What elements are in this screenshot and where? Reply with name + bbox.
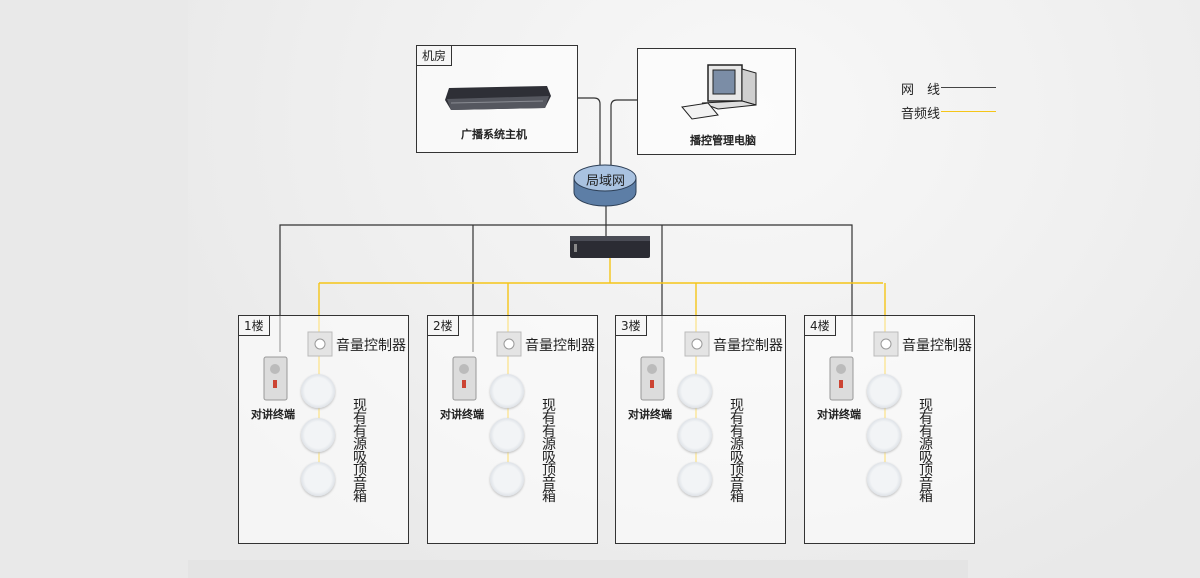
intercom-terminal-label: 对讲终端 [251, 408, 295, 421]
volume-controller-label: 音量控制器 [902, 338, 972, 354]
floor-tag: 4楼 [805, 316, 836, 336]
speaker-label: 现有有源吸顶音箱 [919, 398, 933, 505]
broadcast-host-label: 广播系统主机 [461, 128, 527, 141]
broadcast-host-icon [445, 86, 551, 110]
ceiling-speaker-icon [301, 418, 335, 452]
volume-controller-icon [873, 331, 899, 357]
lan-label: 局域网 [586, 174, 626, 189]
ceiling-speaker-icon [678, 374, 712, 408]
machine-room-box: 机房 广播系统主机 [416, 45, 578, 153]
volume-controller-label: 音量控制器 [336, 338, 406, 354]
control-pc-box: 播控管理电脑 [637, 48, 796, 155]
background-strip [188, 560, 968, 578]
ceiling-speaker-icon [490, 462, 524, 496]
floor-box: 3楼 音量控制器 对讲终端 现有有源吸顶音箱 [615, 315, 786, 544]
volume-controller-icon [684, 331, 710, 357]
network-bus [279, 224, 853, 352]
ceiling-speaker-icon [867, 462, 901, 496]
lan-icon [573, 164, 637, 207]
intercom-terminal-label: 对讲终端 [440, 408, 484, 421]
volume-controller-label: 音量控制器 [713, 338, 783, 354]
ceiling-speaker-icon [490, 374, 524, 408]
floor-tag: 3楼 [616, 316, 647, 336]
volume-controller-icon [496, 331, 522, 357]
intercom-terminal-icon [452, 356, 477, 401]
legend-audio-line [941, 111, 996, 112]
floor-box: 1楼 音量控制器 对讲终端 现有有源吸顶音箱 [238, 315, 409, 544]
intercom-terminal-icon [640, 356, 665, 401]
power-amplifier-icon [570, 236, 650, 258]
intercom-terminal-icon [263, 356, 288, 401]
ceiling-speaker-icon [490, 418, 524, 452]
intercom-terminal-icon [829, 356, 854, 401]
intercom-terminal-label: 对讲终端 [628, 408, 672, 421]
control-pc-label: 播控管理电脑 [690, 134, 756, 147]
floor-box: 4楼 音量控制器 对讲终端 现有有源吸顶音箱 [804, 315, 975, 544]
computer-icon [681, 64, 757, 120]
machine-room-tag: 机房 [417, 46, 453, 66]
legend-network-line [941, 87, 996, 88]
ceiling-speaker-icon [867, 418, 901, 452]
network-wire-host [577, 97, 601, 170]
ceiling-speaker-icon [867, 374, 901, 408]
network-wire-pc [610, 99, 637, 170]
ceiling-speaker-icon [301, 374, 335, 408]
speaker-label: 现有有源吸顶音箱 [353, 398, 367, 505]
legend-network-label: 网 线 [901, 83, 941, 98]
ceiling-speaker-icon [678, 418, 712, 452]
speaker-label: 现有有源吸顶音箱 [730, 398, 744, 505]
legend-audio-label: 音频线 [901, 107, 941, 122]
floor-box: 2楼 音量控制器 对讲终端 现有有源吸顶音箱 [427, 315, 598, 544]
floor-tag: 2楼 [428, 316, 459, 336]
ceiling-speaker-icon [678, 462, 712, 496]
intercom-terminal-label: 对讲终端 [817, 408, 861, 421]
volume-controller-icon [307, 331, 333, 357]
speaker-label: 现有有源吸顶音箱 [542, 398, 556, 505]
ceiling-speaker-icon [301, 462, 335, 496]
floor-tag: 1楼 [239, 316, 270, 336]
volume-controller-label: 音量控制器 [525, 338, 595, 354]
